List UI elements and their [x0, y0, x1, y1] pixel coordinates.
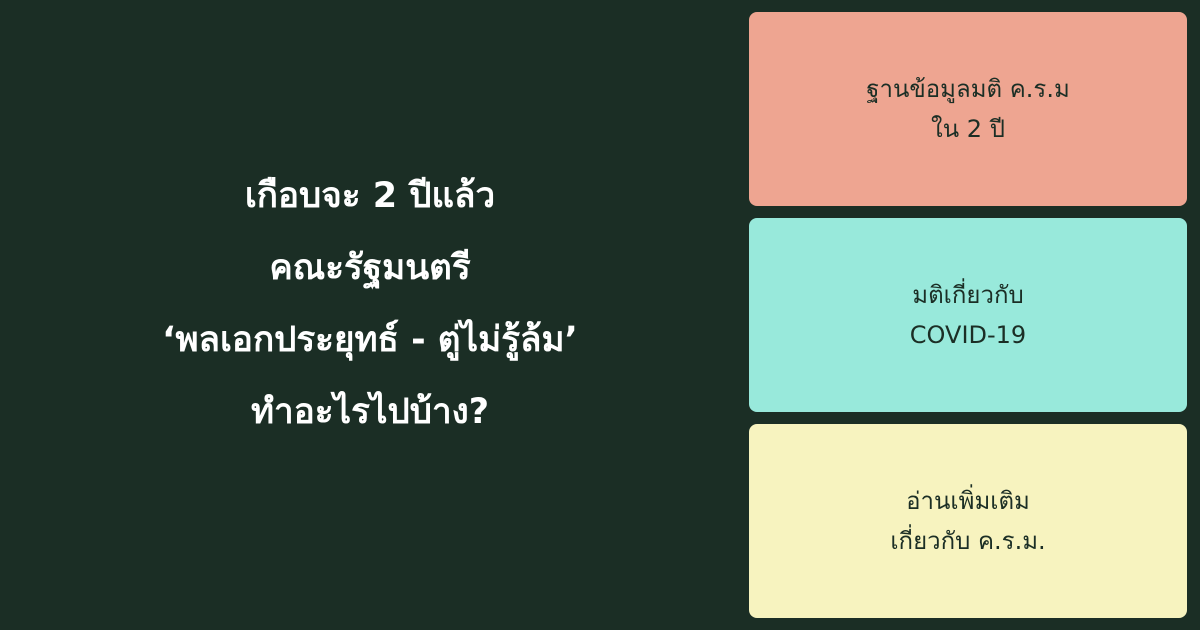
- headline: เกือบจะ 2 ปีแล้ว คณะรัฐมนตรี ‘พลเอกประยุ…: [0, 160, 740, 448]
- covid-resolutions-card[interactable]: มติเกี่ยวกับ COVID-19: [749, 218, 1187, 412]
- card-3-line-2: เกี่ยวกับ ค.ร.ม.: [890, 527, 1046, 555]
- card-1-line-2: ใน 2 ปี: [931, 115, 1005, 143]
- card-1-line-1: ฐานข้อมูลมติ ค.ร.ม: [866, 75, 1070, 103]
- headline-line-2: คณะรัฐมนตรี: [269, 248, 471, 288]
- headline-line-1: เกือบจะ 2 ปีแล้ว: [244, 176, 496, 216]
- headline-line-3: ‘พลเอกประยุทธ์ - ตู่ไม่รู้ล้ม’: [162, 320, 578, 360]
- card-2-line-2: COVID-19: [909, 321, 1027, 349]
- card-3-line-1: อ่านเพิ่มเติม: [906, 487, 1030, 515]
- read-more-about-cabinet-card[interactable]: อ่านเพิ่มเติม เกี่ยวกับ ค.ร.ม.: [749, 424, 1187, 618]
- card-2-line-1: มติเกี่ยวกับ: [912, 281, 1024, 309]
- cabinet-resolutions-database-card[interactable]: ฐานข้อมูลมติ ค.ร.ม ใน 2 ปี: [749, 12, 1187, 206]
- headline-line-4: ทำอะไรไปบ้าง?: [250, 392, 490, 432]
